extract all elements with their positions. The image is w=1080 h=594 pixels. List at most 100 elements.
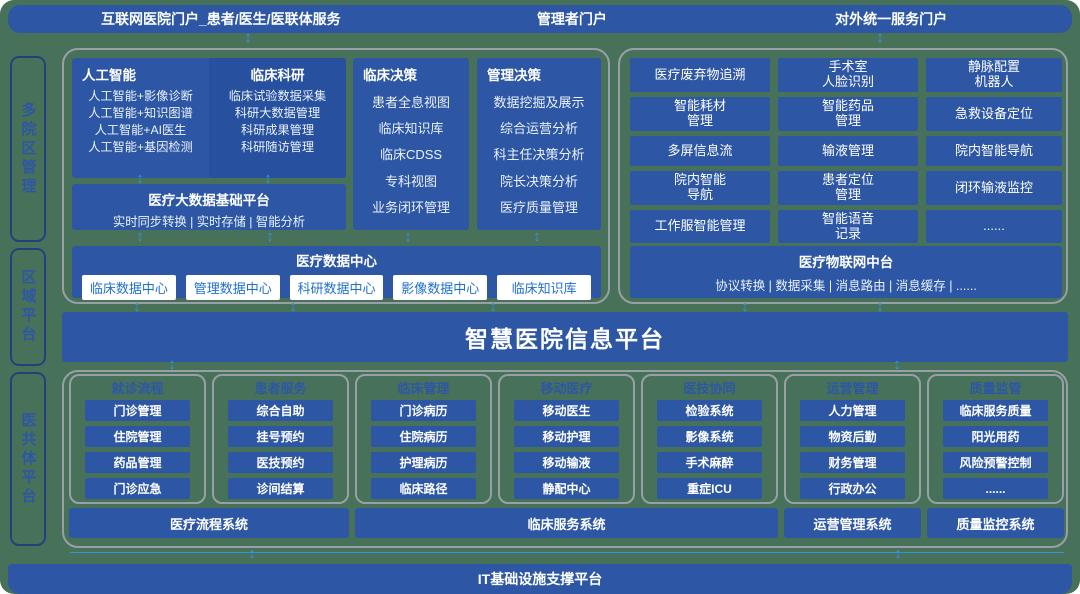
research-item: 科研成果管理: [240, 123, 315, 137]
app-item: 移动护理: [514, 426, 619, 447]
vertical-arrow-icon: [891, 546, 905, 561]
iot-cell: 输液管理: [778, 136, 918, 166]
app-item: 临床服务质量: [943, 400, 1048, 421]
app-item: 物资后勤: [800, 426, 905, 447]
ai-item: 人工智能+影像诊断: [88, 89, 193, 103]
sidebar-label: 医共体平台: [19, 411, 37, 507]
system-bar-medical-flow: 医疗流程系统: [69, 508, 349, 538]
app-column-quality-supervision: 质量监管 临床服务质量 阳光用药 风险预警控制 ......: [927, 374, 1064, 504]
system-bar-quality-monitoring: 质量监控系统: [927, 508, 1064, 538]
app-item: 综合自助: [228, 400, 333, 421]
vertical-arrow-icon: [263, 229, 277, 244]
data-center-chip: 临床知识库: [497, 275, 591, 300]
data-center-chip: 管理数据中心: [185, 275, 280, 300]
iot-cell: 静脉配置 机器人: [926, 58, 1062, 92]
clinical-research-column: 临床科研 临床试验数据采集 科研大数据管理 科研成果管理 科研随访管理: [209, 58, 346, 178]
management-decision-item: 数据挖掘及展示: [493, 94, 585, 110]
app-column-header: 患者服务: [254, 381, 307, 396]
management-decision-item: 医疗质量管理: [499, 200, 578, 216]
data-center-title: 医疗数据中心: [296, 254, 377, 269]
system-bar-operation-management: 运营管理系统: [784, 508, 921, 538]
iot-cell: 院内智能导航: [926, 136, 1062, 166]
clinical-decision-item: 业务闭环管理: [371, 200, 450, 216]
ai-title: 人工智能: [82, 68, 136, 83]
system-bar-label: 医疗流程系统: [169, 516, 248, 532]
research-item: 科研随访管理: [240, 140, 315, 154]
ai-item: 人工智能+知识图谱: [88, 106, 193, 120]
app-column-clinical-management: 临床管理 门诊病历 住院病历 护理病历 临床路径: [355, 374, 492, 504]
app-item: 行政办公: [800, 478, 905, 499]
vertical-arrow-icon: [245, 546, 259, 561]
app-item: 门诊病历: [371, 400, 476, 421]
ai-item: 人工智能+基因检测: [88, 140, 193, 154]
ai-item: 人工智能+AI医生: [94, 123, 187, 137]
portal-external-service: 对外统一服务门户: [835, 11, 948, 27]
app-column-header: 医技协同: [683, 381, 736, 396]
app-item: 住院管理: [85, 426, 190, 447]
iot-cell: 智能药品 管理: [778, 97, 918, 131]
app-item: 重症ICU: [657, 478, 762, 499]
system-bar-label: 质量监控系统: [956, 516, 1035, 532]
clinical-decision-item: 临床CDSS: [379, 147, 443, 163]
portal-manager: 管理者门户: [536, 11, 607, 27]
app-column-medtech-collaboration: 医技协同 检验系统 影像系统 手术麻醉 重症ICU: [641, 374, 778, 504]
clinical-decision-item: 临床知识库: [378, 121, 444, 137]
iot-frame: [618, 48, 1068, 304]
app-item: 手术麻醉: [657, 452, 762, 473]
management-decision-item: 院长决策分析: [499, 173, 578, 189]
app-item: 检验系统: [657, 400, 762, 421]
system-bar-label: 运营管理系统: [813, 516, 892, 532]
iot-grid: 医疗废弃物追溯 手术室 人脸识别 静脉配置 机器人 智能耗材 管理 智能药品 管…: [630, 58, 1062, 243]
clinical-decision-item: 患者全息视图: [371, 94, 450, 110]
app-column-header: 移动医疗: [540, 381, 593, 396]
iot-cell: ......: [926, 210, 1062, 243]
vertical-arrow-icon: [241, 30, 255, 45]
app-item: 医技预约: [228, 452, 333, 473]
iot-hub-subtitle: 协议转换 | 数据采集 | 消息路由 | 消息缓存 | ......: [715, 279, 977, 293]
system-bar-label: 临床服务系统: [527, 516, 606, 532]
medical-data-center-box: 医疗数据中心 临床数据中心 管理数据中心 科研数据中心 影像数据中心 临床知识库: [72, 246, 601, 300]
app-column-mobile-medical: 移动医疗 移动医生 移动护理 移动输液 静配中心: [498, 374, 635, 504]
app-item: 财务管理: [800, 452, 905, 473]
iot-cell: 手术室 人脸识别: [778, 58, 918, 92]
sidebar-item-regional-platform: 区域平台: [10, 248, 46, 366]
clinical-decision-box: 临床决策 患者全息视图 临床知识库 临床CDSS 专科视图 业务闭环管理: [353, 58, 469, 230]
app-item: 住院病历: [371, 426, 476, 447]
management-decision-title: 管理决策: [487, 68, 541, 83]
portal-banner: 互联网医院门户_患者/医生/医联体服务 管理者门户 对外统一服务门户: [8, 5, 1072, 33]
app-item: 影像系统: [657, 426, 762, 447]
vertical-arrow-icon: [530, 229, 544, 244]
portal-internet-hospital: 互联网医院门户_患者/医生/医联体服务: [101, 11, 341, 27]
app-item: 风险预警控制: [943, 452, 1048, 473]
iot-middle-platform-box: 医疗物联网中台 协议转换 | 数据采集 | 消息路由 | 消息缓存 | ....…: [630, 246, 1062, 298]
clinical-research-title: 临床科研: [250, 68, 305, 83]
research-item: 临床试验数据采集: [228, 89, 327, 103]
application-systems-frame: [62, 370, 1068, 548]
research-item: 科研大数据管理: [234, 106, 321, 120]
app-item: 诊间结算: [228, 478, 333, 499]
app-item: 药品管理: [85, 452, 190, 473]
data-center-chip: 科研数据中心: [289, 275, 384, 300]
data-intelligence-frame: [62, 48, 610, 304]
app-column-header: 临床管理: [397, 381, 450, 396]
iot-hub-title: 医疗物联网中台: [798, 255, 894, 270]
vertical-arrow-icon: [401, 229, 415, 244]
app-item: 静配中心: [514, 478, 619, 499]
iot-cell: 智能耗材 管理: [630, 97, 770, 131]
app-column-header: 就诊流程: [111, 381, 164, 396]
app-item: 门诊应急: [85, 478, 190, 499]
clinical-decision-title: 临床决策: [363, 68, 417, 83]
it-infrastructure-bar: IT基础设施支撑平台: [8, 564, 1072, 594]
app-item: 移动医生: [514, 400, 619, 421]
vertical-arrow-icon: [873, 30, 887, 45]
sidebar-label: 多院区管理: [19, 101, 37, 197]
data-center-chip: 临床数据中心: [82, 275, 176, 300]
app-item: ......: [943, 478, 1048, 499]
bigdata-platform-box: 医疗大数据基础平台 实时同步转换 | 实时存储 | 智能分析: [72, 184, 346, 230]
management-decision-box: 管理决策 数据挖掘及展示 综合运营分析 科主任决策分析 院长决策分析 医疗质量管…: [477, 58, 601, 230]
app-column-header: 质量监管: [969, 381, 1022, 396]
sidebar-item-medical-community: 医共体平台: [10, 372, 46, 546]
app-item: 护理病历: [371, 452, 476, 473]
app-item: 门诊管理: [85, 400, 190, 421]
app-column-header: 运营管理: [826, 381, 879, 396]
